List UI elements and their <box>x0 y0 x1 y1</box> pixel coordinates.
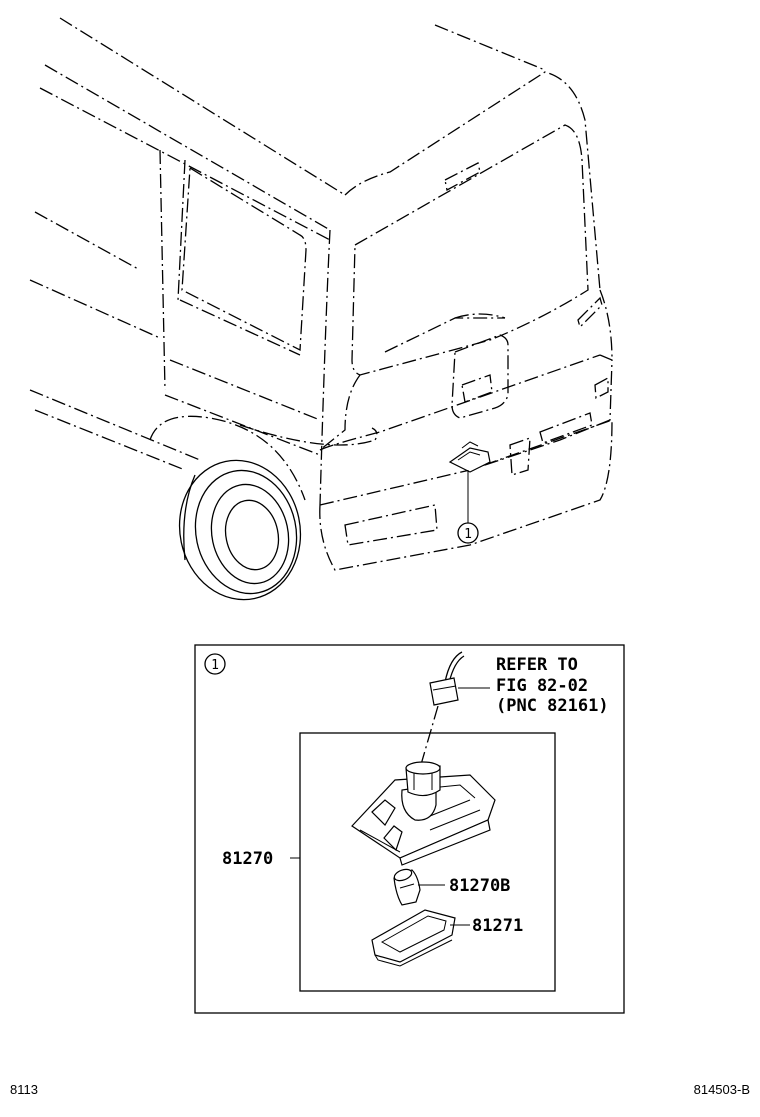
callout-1[interactable]: 1 <box>457 522 479 544</box>
part-label-81271[interactable]: 81271 <box>472 916 523 936</box>
lens[interactable] <box>371 909 456 967</box>
vehicle-outline <box>29 17 613 571</box>
detail-box: 1 <box>194 644 625 1014</box>
footer-left: 8113 <box>10 1082 38 1097</box>
refer-note: REFER TO FIG 82-02 (PNC 82161) <box>496 655 609 716</box>
part-label-81270B[interactable]: 81270B <box>449 876 510 896</box>
footer-right: 814503-B <box>694 1082 750 1097</box>
assembly-box <box>299 732 556 992</box>
connector <box>419 651 490 769</box>
part-label-81270[interactable]: 81270 <box>222 849 273 869</box>
refer-line-2: FIG 82-02 <box>496 676 588 696</box>
refer-line-3: (PNC 82161) <box>496 696 609 716</box>
lamp-housing[interactable] <box>351 761 496 866</box>
license-lamp-location <box>448 441 491 523</box>
bulb[interactable] <box>393 867 421 906</box>
rear-wheel <box>178 459 302 601</box>
refer-line-1: REFER TO <box>496 655 578 675</box>
callout-1-label: 1 <box>464 527 472 542</box>
detail-marker: 1 <box>211 658 219 673</box>
